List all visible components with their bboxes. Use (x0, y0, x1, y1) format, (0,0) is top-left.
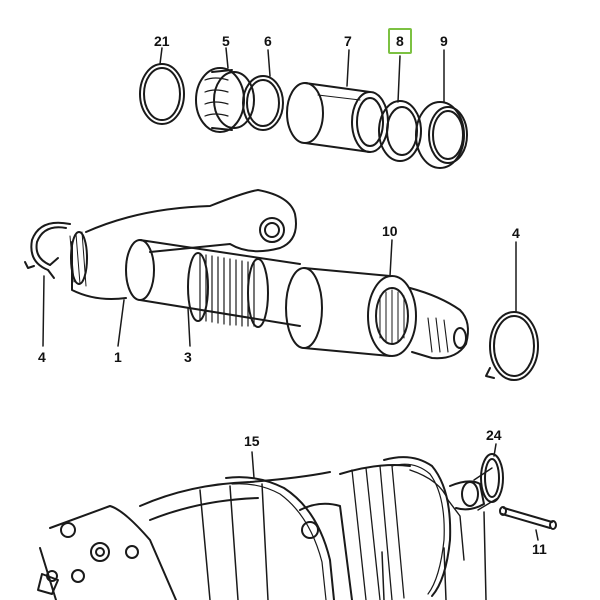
callout-1[interactable]: 1 (114, 349, 122, 365)
callout-6[interactable]: 6 (264, 33, 272, 49)
leader-line-8 (397, 55, 401, 103)
o-ring-6[interactable] (242, 75, 284, 131)
thrust-ring-8[interactable] (378, 100, 422, 162)
leader-line-1 (117, 299, 125, 347)
callout-4-left[interactable]: 4 (38, 349, 46, 365)
callout-15[interactable]: 15 (244, 433, 260, 449)
splined-shaft-3[interactable] (139, 239, 301, 328)
leader-line-11 (535, 529, 539, 541)
snap-ring-4-left[interactable] (24, 221, 71, 279)
callout-21[interactable]: 21 (154, 33, 170, 49)
clutch-drum[interactable] (139, 464, 411, 600)
leader-line-4-left (42, 275, 45, 347)
snap-ring-21[interactable] (139, 63, 185, 125)
callout-5[interactable]: 5 (222, 33, 230, 49)
leader-line-15 (251, 451, 255, 479)
leader-line-drum (381, 551, 385, 600)
callout-4-right[interactable]: 4 (512, 225, 520, 241)
snap-ring-4-right[interactable] (485, 311, 539, 381)
sleeve-7[interactable] (286, 82, 389, 153)
leader-line-21 (159, 47, 163, 65)
pin-11[interactable] (499, 506, 557, 530)
leader-line-hub (483, 511, 487, 600)
callout-10[interactable]: 10 (382, 223, 398, 239)
leader-line-24 (493, 443, 497, 457)
leader-line-3 (187, 307, 191, 347)
callout-24[interactable]: 24 (486, 427, 502, 443)
bushing-5[interactable] (195, 67, 255, 133)
leader-line-5 (225, 47, 229, 69)
lever-arm-1[interactable] (69, 189, 297, 301)
leader-line-10 (389, 239, 393, 277)
end-hub[interactable] (449, 467, 499, 511)
leader-line-plate (443, 547, 447, 600)
callout-3[interactable]: 3 (184, 349, 192, 365)
leader-line-7 (346, 49, 350, 87)
o-ring-24[interactable] (480, 453, 504, 503)
leader-line-6 (267, 49, 271, 77)
coupling-sleeve-10[interactable] (285, 267, 469, 360)
gasket-15[interactable] (225, 476, 335, 600)
callout-7[interactable]: 7 (344, 33, 352, 49)
callout-9[interactable]: 9 (440, 33, 448, 49)
flange-housing[interactable] (37, 505, 177, 600)
callout-11[interactable]: 11 (532, 541, 547, 557)
callout-8-selected[interactable]: 8 (388, 28, 412, 54)
bearing-ring-9[interactable] (415, 101, 468, 169)
bearing-plate[interactable] (383, 456, 465, 597)
